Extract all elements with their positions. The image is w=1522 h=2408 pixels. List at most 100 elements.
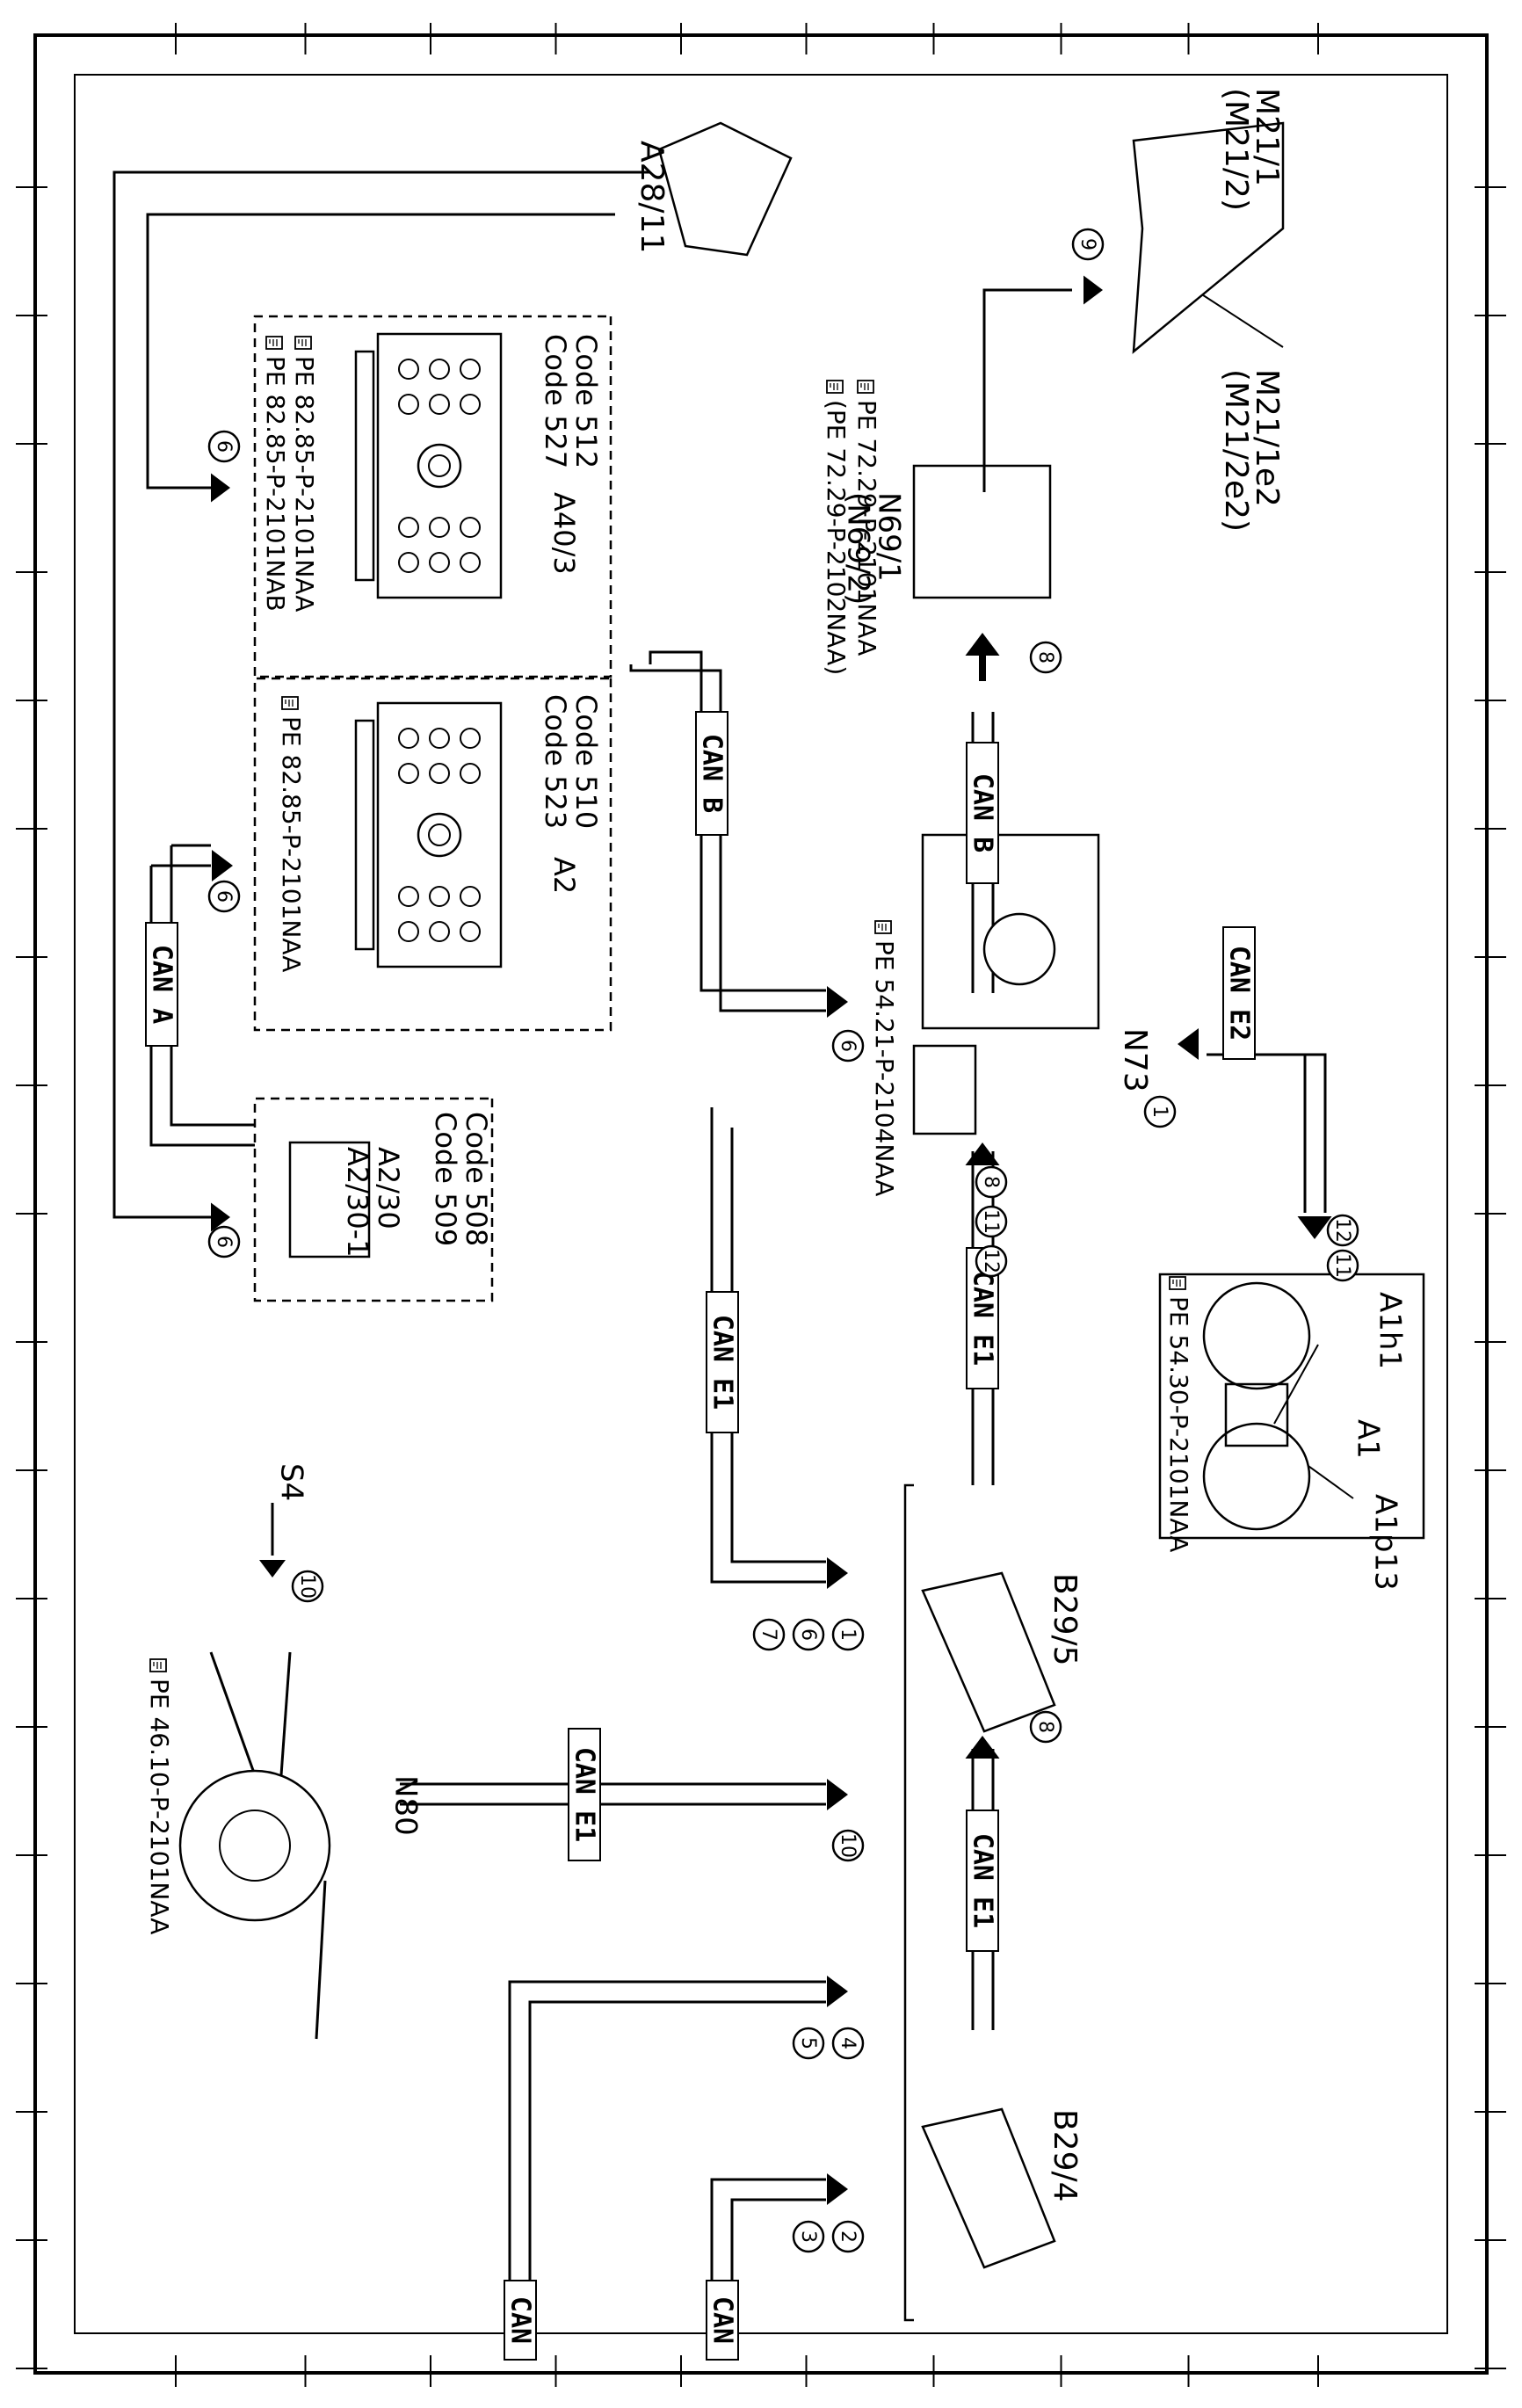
pe-icon-lines [830,383,838,390]
a40-3-code1: Code 512 [569,334,603,468]
callout-6-a2: 6 [213,890,235,903]
n69-1-label: N69/1 [872,492,907,582]
callout-11-a1-circle [1326,1249,1359,1282]
can-e2-label-box [1222,926,1256,1060]
n69-pe2: (PE 72.29-P-2102NAA) [822,400,851,675]
callout-12-a1: 12 [1331,1218,1353,1243]
callout-10-s4-circle [291,1570,324,1603]
n69-mirror-arrow [1084,275,1103,305]
radio-button [398,763,419,784]
callout-10-s4: 10 [296,1574,318,1599]
callout-3-circle [792,2220,825,2253]
n73-label: N73 [1117,1028,1153,1092]
n80-stalk-3 [315,1880,327,2040]
pe-icon-page [265,336,283,350]
callout-1-b295-circle [831,1618,865,1651]
a2-pe: PE 82.85-P-2101NAA [277,716,306,972]
n73-keyhole [982,912,1056,986]
radio-button [429,552,450,573]
a28-to-a403 [146,213,615,490]
radio-button [398,359,419,380]
n80-stalk-1 [209,1651,257,1776]
n69-pe-icon-2 [826,380,844,394]
a2-code1: Code 510 [569,694,603,829]
can-a-label: CAN A [147,945,178,1024]
can-b-label-1-box [695,711,728,836]
can-e2-arrow-n73 [1178,1028,1199,1060]
n69-to-mirror [982,288,1072,492]
pe-icon-lines [285,700,294,707]
pe-icon-page [857,380,874,394]
can-a-a [170,932,255,1127]
can-a-arrow [212,850,233,881]
a1-cluster [1158,1273,1425,1540]
n69-pe-icon-1 [857,380,874,394]
pe-icon-page [1169,1276,1186,1290]
radio-button [429,728,450,749]
callout-6-n73-circle [831,1029,865,1063]
pe-icon-page [149,1658,167,1672]
callout-6-b295: 6 [797,1628,819,1641]
b29-4-sensor [921,2107,1056,2269]
radio-button [398,394,419,415]
a28-a230-arrow [211,1202,230,1232]
a28-11-label: A28/11 [634,141,670,253]
pe-icon-lines [153,1662,162,1669]
can-b-label-1: CAN B [697,734,728,813]
radio-button [429,517,450,538]
n69-2-label: (N69/2) [841,492,876,605]
s4-label: S4 [274,1463,309,1501]
can-e2-b [1227,1053,1327,1213]
sheet-frame [33,33,1489,2375]
m21-1e2-leader [1194,289,1284,348]
mirror [1132,121,1285,354]
callout-11-n73-circle [975,1205,1008,1238]
can-e2-a [1207,1053,1307,1213]
a40-3-label: A40/3 [547,492,581,575]
radio-button [398,517,419,538]
can-cut-1-arrow [827,1976,848,2007]
pe-icon-lines [298,339,307,346]
radio-button [460,728,481,749]
n80-pe: PE 46.10-P-2101NAA [145,1679,174,1934]
radio-button [429,763,450,784]
can-e1-loop-arrow [827,1557,848,1589]
frame-grid-labels [16,23,1506,2387]
callout-8-n73-circle [975,1165,1008,1199]
radio-button [398,552,419,573]
callout-5-circle [792,2027,825,2060]
callout-8-n69-circle [1029,641,1062,674]
can-b-label-2: CAN B [968,773,998,852]
callout-9-circle [1071,228,1105,261]
radio-button [460,359,481,380]
a1-label: A1 [1351,1419,1386,1459]
n80-hub [219,1810,291,1882]
b29-5-sensor [921,1571,1056,1733]
callout-4-circle [831,2027,865,2060]
a2-30-1-label: A2/30-1 [341,1147,374,1258]
radio-button [460,921,481,942]
callout-11-n73: 11 [980,1209,1002,1234]
can-b-arrow [827,986,848,1018]
can-b-label-2-box [966,742,999,884]
radio-button [429,359,450,380]
a40-3-pe2: PE 82.85-P-2101NAB [261,356,290,612]
a2-option-box [253,677,612,1032]
callout-8-b295: 8 [1034,1721,1056,1733]
can-e1-loop-b [730,1128,826,1563]
a40-3-radio [398,359,481,573]
pe-icon-lines [860,383,869,390]
a1-display [1224,1382,1289,1447]
callout-11-a1: 11 [1331,1253,1353,1278]
callout-5: 5 [797,2037,819,2049]
n69-pe1: PE 72.29-P-2101NAA [852,400,881,656]
wiring-paths [112,131,1354,2355]
can-b-b [649,650,826,992]
n69-module [912,464,1052,599]
callout-6-a230-circle [207,1225,241,1258]
can-e1-label-3-box [568,1728,601,1861]
pe-icon-lines [1172,1280,1181,1287]
can-e1v-arrow [965,1142,1000,1165]
